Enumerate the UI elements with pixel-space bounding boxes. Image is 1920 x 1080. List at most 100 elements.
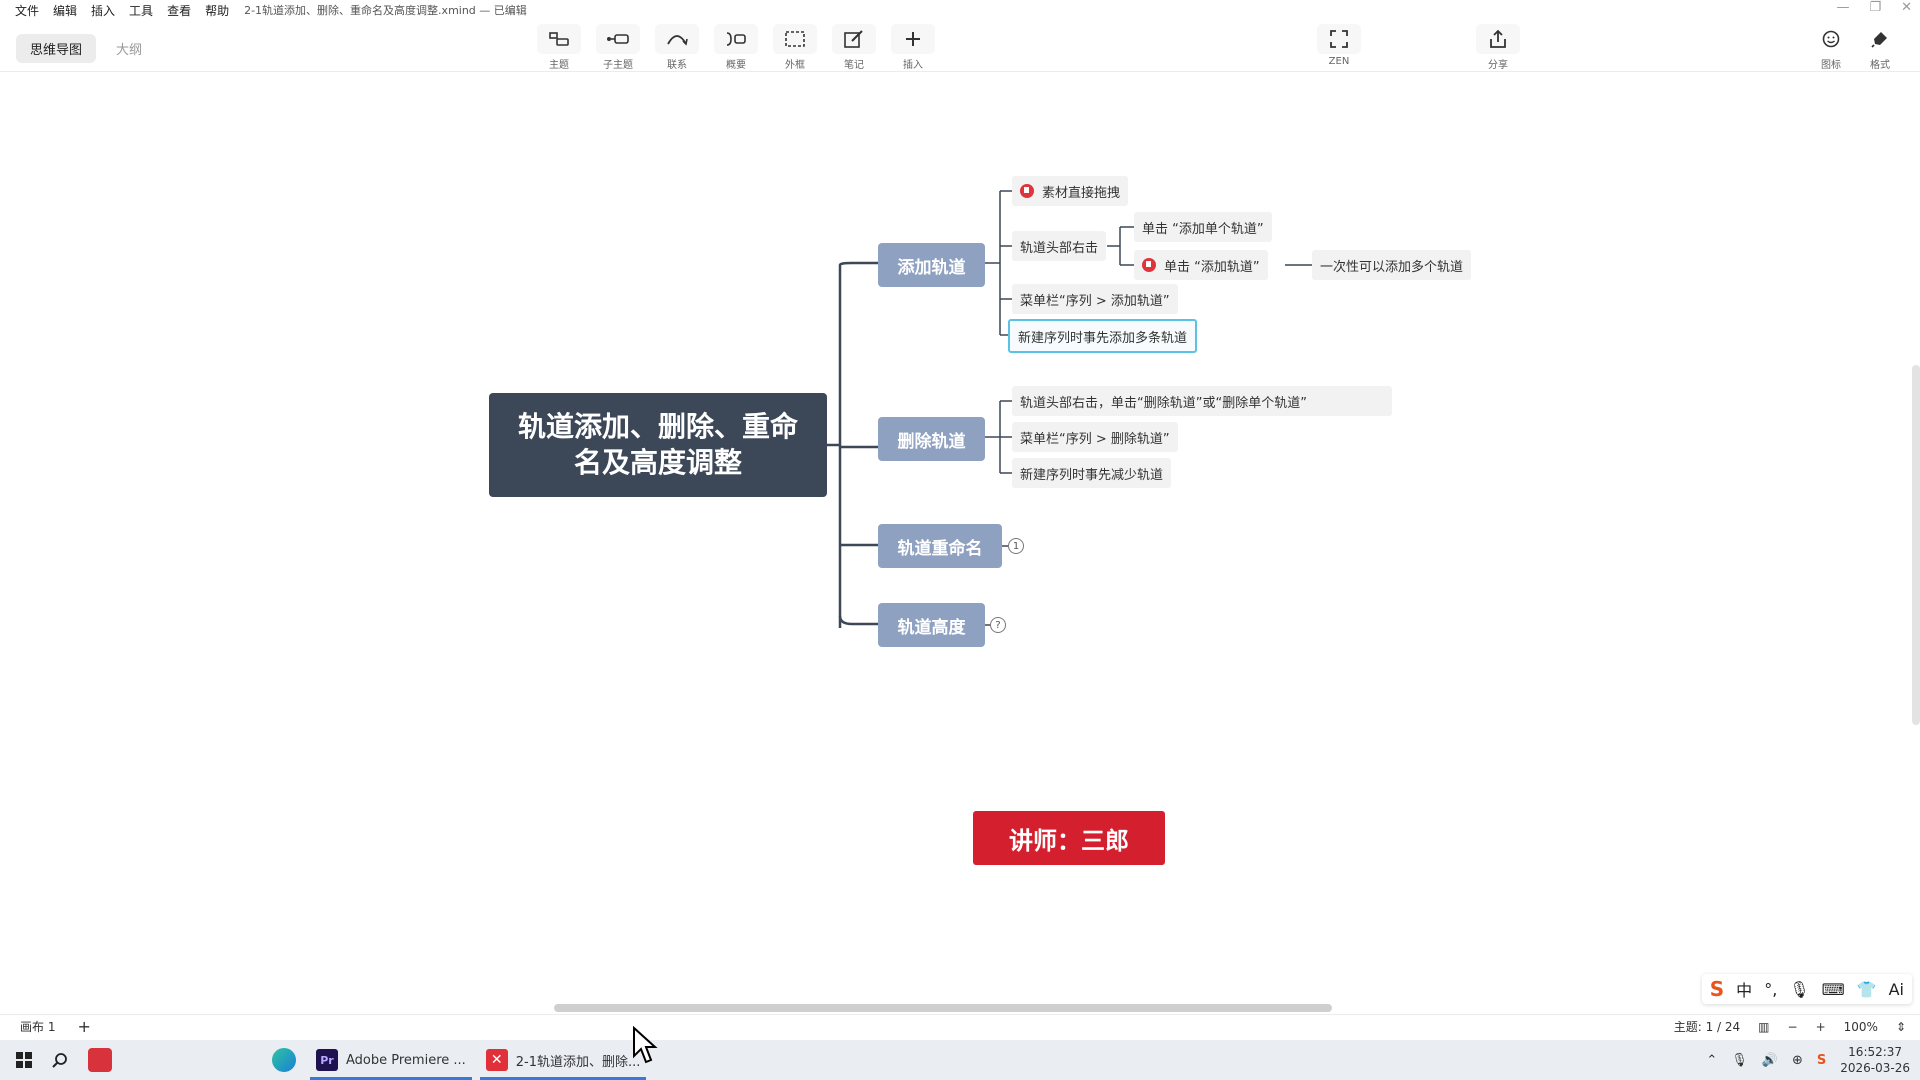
topic-icon [537,24,581,54]
central-topic-line2: 名及高度调整 [573,446,742,479]
fullscreen-icon [1317,24,1361,54]
menu-edit[interactable]: 编辑 [53,3,78,18]
subtopic-menu-delete-track[interactable]: 菜单栏“序列 > 删除轨道” [1012,422,1178,452]
share-button[interactable]: 分享 [1474,24,1522,71]
ime-chinese-toggle[interactable]: 中 [1736,981,1753,1000]
topic-add-track[interactable]: 添加轨道 [878,243,985,287]
add-canvas-button[interactable]: + [77,1017,91,1036]
canvas-tab[interactable]: 画布 1 [20,1020,56,1034]
microphone-icon[interactable]: 🎙 [1789,979,1810,999]
subtopic-button[interactable]: 子主题 [594,24,642,71]
clock[interactable]: 16:52:37 2026-03-26 [1840,1045,1910,1075]
summary-button[interactable]: 概要 [712,24,760,71]
taskbar-xmind[interactable]: ✕ 2-1轨道添加、删除... [476,1040,651,1080]
subtopic-new-sequence-add[interactable]: 新建序列时事先添加多条轨道 [1008,319,1198,353]
subtopic-drag-material[interactable]: 素材直接拖拽 [1012,176,1129,206]
mouse-cursor-icon [633,1026,658,1064]
premiere-icon: Pr [316,1049,338,1071]
punctuation-icon[interactable]: °, [1764,979,1778,999]
system-tray: ⌃ 🎙 🔊 ⊕ S 16:52:37 2026-03-26 [1706,1040,1910,1080]
chevron-up-icon[interactable]: ⌃ [1706,1052,1718,1068]
zoom-level[interactable]: 100% [1843,1019,1878,1034]
topic-button[interactable]: 主题 [535,24,583,71]
horizontal-scrollbar[interactable] [554,1004,1332,1012]
subtopic-click-add-tracks[interactable]: 单击 “添加轨道” [1134,250,1268,280]
menu-tools[interactable]: 工具 [129,3,154,18]
edge-icon [272,1048,296,1072]
toolbar: 思维导图 大纲 主题 子主题 联系 概要 外框 笔记 [0,20,1920,72]
subtopic-track-header-rightclick[interactable]: 轨道头部右击 [1012,231,1107,261]
zoom-in-icon[interactable]: + [1815,1019,1826,1034]
teacher-banner: 讲师：三郎 [973,811,1165,865]
summary-icon [714,24,758,54]
start-button[interactable] [0,1040,42,1080]
tab-mindmap[interactable]: 思维导图 [16,34,97,63]
search-icon [52,1053,67,1068]
subtopic-icon [596,24,640,54]
zoom-out-icon[interactable]: − [1787,1019,1798,1034]
minimize-icon[interactable]: — [1836,0,1850,15]
sogou-tray-icon[interactable]: S [1816,1052,1827,1068]
map-icon[interactable]: ▥ [1758,1019,1770,1034]
icons-button[interactable]: 图标 [1807,24,1855,71]
priority-flag-icon [1142,258,1156,272]
microphone-tray-icon[interactable]: 🎙 [1731,1052,1748,1068]
tab-outline[interactable]: 大纲 [116,43,143,58]
taskbar: Pr Adobe Premiere ... ✕ 2-1轨道添加、删除... ⌃ … [0,1040,1920,1080]
insert-button[interactable]: 插入 [889,24,937,71]
search-button[interactable] [42,1040,78,1080]
central-topic[interactable]: 轨道添加、删除、重命 名及高度调整 [489,393,827,497]
topic-count: 主题: 1 / 24 [1673,1020,1741,1034]
sogou-icon[interactable]: S [1709,977,1725,1001]
keyboard-icon[interactable]: ⌨ [1821,979,1845,999]
menu-view[interactable]: 查看 [167,3,192,18]
format-brush-icon [1858,24,1902,54]
close-icon[interactable]: ✕ [1901,0,1912,15]
status-bar: 画布 1 + 主题: 1 / 24 ▥ − + 100% ⇕ [0,1014,1920,1038]
note-icon [832,24,876,54]
mindmap-canvas[interactable]: 轨道添加、删除、重命 名及高度调整 添加轨道 删除轨道 轨道重命名 1 轨道高度… [0,73,1920,1003]
vertical-scrollbar[interactable] [1912,365,1920,725]
taskbar-premiere[interactable]: Pr Adobe Premiere ... [306,1040,476,1080]
subtopic-click-add-single[interactable]: 单击 “添加单个轨道” [1134,212,1272,242]
restore-icon[interactable]: ❐ [1869,0,1882,15]
ime-toolbar: S 中 °, 🎙 ⌨ 👕 Ai [1701,974,1912,1004]
note-button[interactable]: 笔记 [830,24,878,71]
subtopic-header-delete[interactable]: 轨道头部右击，单击“删除轨道”或“删除单个轨道” [1012,386,1392,416]
topic-track-height[interactable]: 轨道高度 [878,603,985,647]
skin-icon[interactable]: 👕 [1856,979,1877,999]
collapse-count-badge[interactable]: 1 [1008,538,1024,554]
network-icon[interactable]: ⊕ [1791,1052,1803,1068]
zen-button[interactable]: ZEN [1315,24,1363,67]
format-button[interactable]: 格式 [1856,24,1904,71]
boundary-button[interactable]: 外框 [771,24,819,71]
menu-help[interactable]: 帮助 [205,3,230,18]
menu-file[interactable]: 文件 [15,3,40,18]
central-topic-line1: 轨道添加、删除、重命 [517,410,798,443]
taskbar-edge[interactable] [262,1040,306,1080]
app-icon [88,1048,112,1072]
document-title: 2-1轨道添加、删除、重命名及高度调整.xmind — 已编辑 [244,4,527,17]
subtopic-new-sequence-reduce[interactable]: 新建序列时事先减少轨道 [1012,458,1172,488]
relationship-button[interactable]: 联系 [653,24,701,71]
taskbar-app-red[interactable] [78,1040,122,1080]
boundary-icon [773,24,817,54]
connector-lines [827,190,1312,628]
xmind-icon: ✕ [485,1049,508,1071]
volume-icon[interactable]: 🔊 [1761,1052,1778,1068]
windows-icon [16,1052,32,1068]
subtopic-add-multiple[interactable]: 一次性可以添加多个轨道 [1312,250,1472,280]
menu-insert[interactable]: 插入 [91,3,116,18]
ime-ai-button[interactable]: Ai [1888,979,1904,999]
title-bar: 文件 编辑 插入 工具 查看 帮助 2-1轨道添加、删除、重命名及高度调整.xm… [0,0,1920,20]
subtopic-menu-add-track[interactable]: 菜单栏“序列 > 添加轨道” [1012,284,1178,314]
plus-icon [891,24,935,54]
share-icon [1476,24,1520,54]
topic-rename-track[interactable]: 轨道重命名 [878,524,1002,568]
relationship-icon [655,24,699,54]
smiley-icon [1809,24,1853,54]
collapse-badge[interactable]: ? [990,617,1006,633]
zoom-stepper-icon[interactable]: ⇕ [1895,1019,1906,1034]
topic-delete-track[interactable]: 删除轨道 [878,417,985,461]
priority-flag-icon [1020,184,1034,198]
